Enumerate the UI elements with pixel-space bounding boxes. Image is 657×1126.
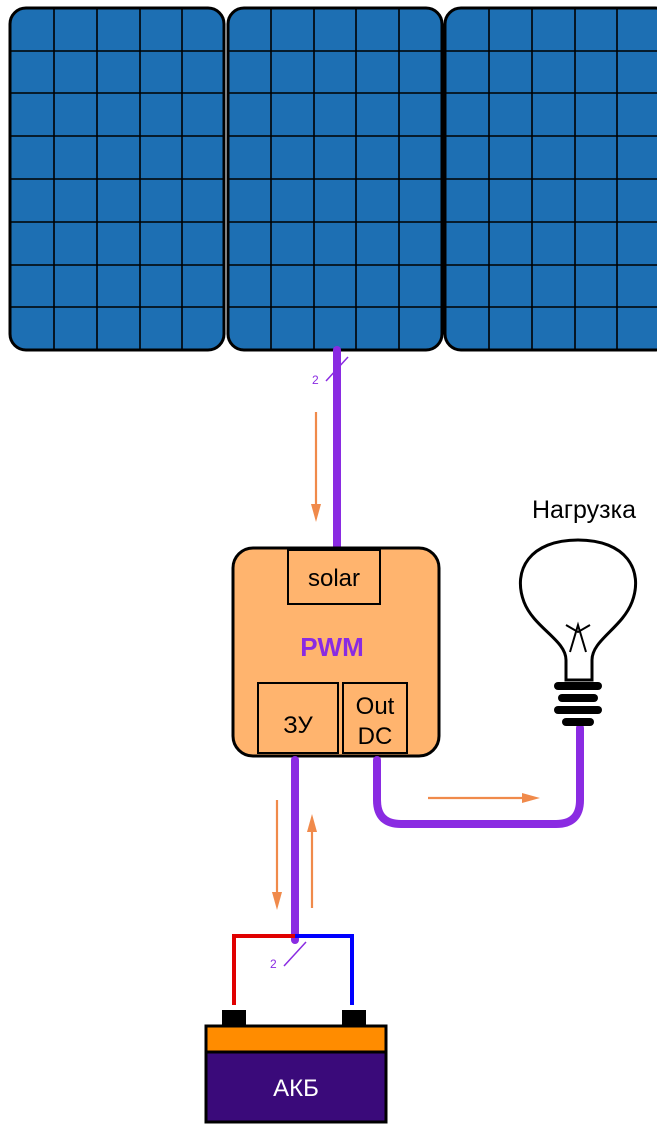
panel-cell-grid (10, 8, 224, 350)
load-label: Нагрузка (532, 496, 636, 524)
cable-count-top: 2 (312, 373, 319, 387)
light-bulb-icon (518, 538, 638, 726)
battery-icon: АКБ (204, 1010, 388, 1124)
out-dc-label-line2: DC (358, 723, 393, 750)
solar-panel-right (443, 6, 657, 352)
arrow-solar-to-controller (311, 412, 321, 522)
out-dc-port (342, 682, 408, 754)
solar-panel-middle (226, 6, 444, 352)
load-cable (373, 724, 584, 828)
out-dc-label-line1: Out (356, 693, 395, 720)
solar-panel-left (8, 6, 226, 352)
charger-port-label: ЗУ (283, 712, 313, 739)
cable-count-tick (325, 356, 349, 382)
battery-label: АКБ (273, 1075, 319, 1102)
panel-cell-grid (228, 8, 442, 350)
cable-count-tick (283, 941, 307, 967)
panel-cell-grid (445, 8, 657, 350)
arrow-controller-to-load (428, 793, 540, 803)
arrow-controller-to-battery (272, 800, 282, 910)
battery-negative-wire (295, 934, 354, 1005)
cable-count-bottom: 2 (270, 957, 277, 971)
arrow-battery-to-controller (307, 814, 317, 908)
solar-port-label: solar (308, 565, 360, 592)
battery-positive-wire (232, 934, 295, 1005)
pwm-controller: solar PWM ЗУ Out DC (231, 546, 441, 758)
controller-title: PWM (300, 632, 364, 662)
solar-port (287, 549, 381, 605)
charger-port (257, 682, 339, 754)
